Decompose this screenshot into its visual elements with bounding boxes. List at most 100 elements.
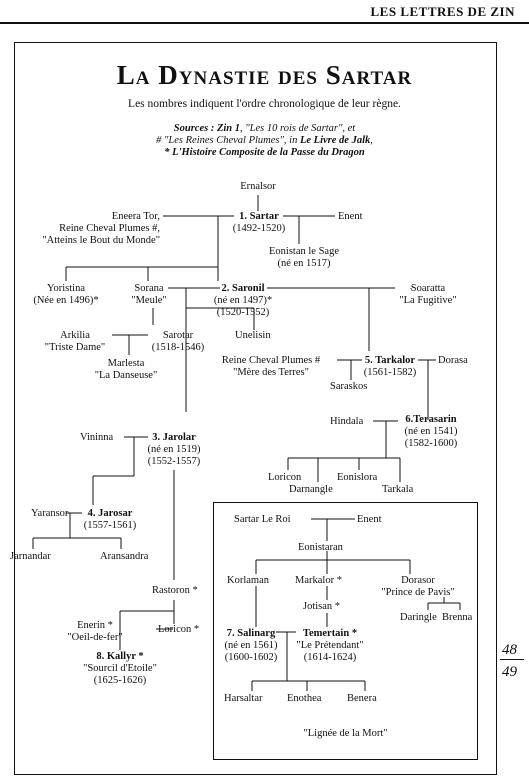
sources-line-3: * L'Histoire Composite de la Passe du Dr…	[164, 147, 365, 158]
reine-name: Reine Cheval Plumes #	[221, 355, 321, 366]
node-dorasa: Dorasa	[438, 355, 468, 366]
kallyr-name: 8. Kallyr *	[96, 651, 144, 662]
sartar-dates: (1492-1520)	[232, 223, 286, 234]
page-number-divider	[500, 659, 524, 660]
running-header: LES LETTRES DE ZIN	[370, 4, 515, 19]
node-dorasor: Dorasor "Prince de Pavis"	[378, 575, 458, 599]
page-number-right: 49	[502, 664, 517, 680]
dorasor-epithet: "Prince de Pavis"	[381, 587, 455, 598]
sorana-name: Sorana	[134, 283, 164, 294]
jarosar-dates: (1557-1561)	[83, 520, 137, 531]
node-jarolar: 3. Jarolar (né en 1519) (1552-1557)	[142, 432, 206, 468]
node-unelisin: Unelisin	[235, 330, 271, 341]
terasarin-name: 6.Terasarin	[405, 414, 457, 425]
saronil-reign: (1520-1552)	[216, 307, 270, 318]
sorana-epithet: "Meule"	[131, 295, 167, 306]
node-ernalsor: Ernalsor	[240, 181, 276, 192]
node-loricon-k: Loricon *	[158, 624, 200, 635]
temertain-dates: (1614-1624)	[303, 652, 357, 663]
page-title: La Dynastie des Sartar	[116, 60, 413, 90]
node-sartar: 1. Sartar (1492-1520)	[226, 211, 292, 235]
page-number-left: 48	[502, 642, 517, 658]
node-saraskos: Saraskos	[330, 381, 368, 392]
node-terasarin: 6.Terasarin (né en 1541) (1582-1600)	[396, 414, 466, 450]
lignee-de-la-mort-box	[213, 502, 478, 760]
node-enent: Enent	[338, 211, 363, 222]
jarolar-birth: (né en 1519)	[147, 444, 201, 455]
node-korlaman: Korlaman	[227, 575, 269, 586]
node-eonislora: Eonislora	[337, 472, 378, 483]
node-benera: Benera	[347, 693, 377, 704]
dorasor-name: Dorasor	[401, 575, 435, 586]
terasarin-reign: (1582-1600)	[404, 438, 458, 449]
salinarg-name: 7. Salinarg	[226, 628, 276, 639]
node-harsaltar: Harsaltar	[224, 693, 263, 704]
node-vininna: Vininna	[80, 432, 114, 443]
node-sartar-le-roi: Sartar Le Roi	[234, 514, 291, 525]
tarkalor-name: 5. Tarkalor	[364, 355, 416, 366]
kallyr-epithet: "Sourcil d'Etoile"	[83, 663, 157, 674]
node-eneera-tor: Eneera Tor, Reine Cheval Plumes #, "Atte…	[30, 211, 160, 247]
node-hindala: Hindala	[330, 416, 364, 427]
enerin-epithet: "Oeil-de-fer"	[67, 632, 123, 643]
sources-line-2-pre: # "Les Reines Cheval Plumes", in	[156, 135, 300, 146]
eneera-line-3: "Atteins le Bout du Monde"	[42, 235, 160, 246]
sources-line-1-rest: , "Les 10 rois de Sartar", et	[240, 123, 356, 134]
node-yoristina: Yoristina (Née en 1496)*	[26, 283, 106, 307]
node-markalor: Markalor *	[295, 575, 342, 586]
arkilia-epithet: "Triste Dame"	[44, 342, 106, 353]
node-reine-cheval-plumes: Reine Cheval Plumes # "Mère des Terres"	[206, 355, 336, 379]
eonistan-dates: (né en 1517)	[277, 258, 331, 269]
node-sarotar: Sarotar (1518-1546)	[148, 330, 208, 354]
eneera-line-2: Reine Cheval Plumes #,	[59, 223, 160, 234]
marlesta-epithet: "La Danseuse"	[94, 370, 158, 381]
eonistan-name: Eonistan le Sage	[269, 246, 339, 257]
salinarg-birth: (né en 1561)	[224, 640, 278, 651]
soaratta-name: Soaratta	[410, 283, 446, 294]
sources-book: Le Livre de Jalk	[299, 135, 371, 146]
node-eonistaran: Eonistaran	[298, 542, 343, 553]
node-temertain: Temertain * "Le Prétendant" (1614-1624)	[290, 628, 370, 664]
node-kallyr: 8. Kallyr * "Sourcil d'Etoile" (1625-162…	[78, 651, 162, 687]
salinarg-reign: (1600-1602)	[224, 652, 278, 663]
node-loricon-t: Loricon	[268, 472, 302, 483]
node-darnangle: Darnangle	[289, 484, 333, 495]
box-caption: "Lignée de la Mort"	[303, 728, 388, 739]
subtitle: Les nombres indiquent l'ordre chronologi…	[128, 98, 401, 110]
saronil-birth: (né en 1497)*	[213, 295, 273, 306]
sarotar-name: Sarotar	[162, 330, 194, 341]
sartar-name: 1. Sartar	[239, 211, 279, 222]
node-yaransor: Yaransor	[31, 508, 69, 519]
node-brenna: Brenna	[442, 612, 473, 623]
marlesta-name: Marlesta	[107, 358, 145, 369]
header-rule	[0, 22, 529, 24]
saronil-name: 2. Saronil	[221, 283, 265, 294]
temertain-epithet: "Le Prétendant"	[296, 640, 364, 651]
jarolar-name: 3. Jarolar	[152, 432, 196, 443]
jarolar-reign: (1552-1557)	[147, 456, 201, 467]
node-salinarg: 7. Salinarg (né en 1561) (1600-1602)	[218, 628, 284, 664]
node-enerin: Enerin * "Oeil-de-fer"	[60, 620, 130, 644]
page-frame	[14, 42, 497, 775]
node-rastoron: Rastoron *	[152, 585, 198, 596]
sources-label: Sources : Zin 1	[173, 123, 241, 134]
node-tarkala: Tarkala	[382, 484, 414, 495]
sources-line-2-post: ,	[370, 135, 373, 146]
eneera-line-1: Eneera Tor,	[111, 211, 160, 222]
node-jotisan: Jotisan *	[303, 601, 341, 612]
jarosar-name: 4. Jarosar	[87, 508, 133, 519]
node-soaratta: Soaratta "La Fugitive"	[388, 283, 468, 307]
node-jarosar: 4. Jarosar (1557-1561)	[80, 508, 140, 532]
tarkalor-dates: (1561-1582)	[363, 367, 417, 378]
yoristina-dates: (Née en 1496)*	[33, 295, 99, 306]
sources-line-1: Sources : Zin 1, "Les 10 rois de Sartar"…	[0, 123, 529, 135]
node-marlesta: Marlesta "La Danseuse"	[86, 358, 166, 382]
node-arkilia: Arkilia "Triste Dame"	[40, 330, 110, 354]
node-aransandra: Aransandra	[100, 551, 149, 562]
temertain-name: Temertain *	[302, 628, 358, 639]
soaratta-epithet: "La Fugitive"	[399, 295, 457, 306]
terasarin-birth: (né en 1541)	[404, 426, 458, 437]
arkilia-name: Arkilia	[60, 330, 90, 341]
sarotar-dates: (1518-1546)	[151, 342, 205, 353]
